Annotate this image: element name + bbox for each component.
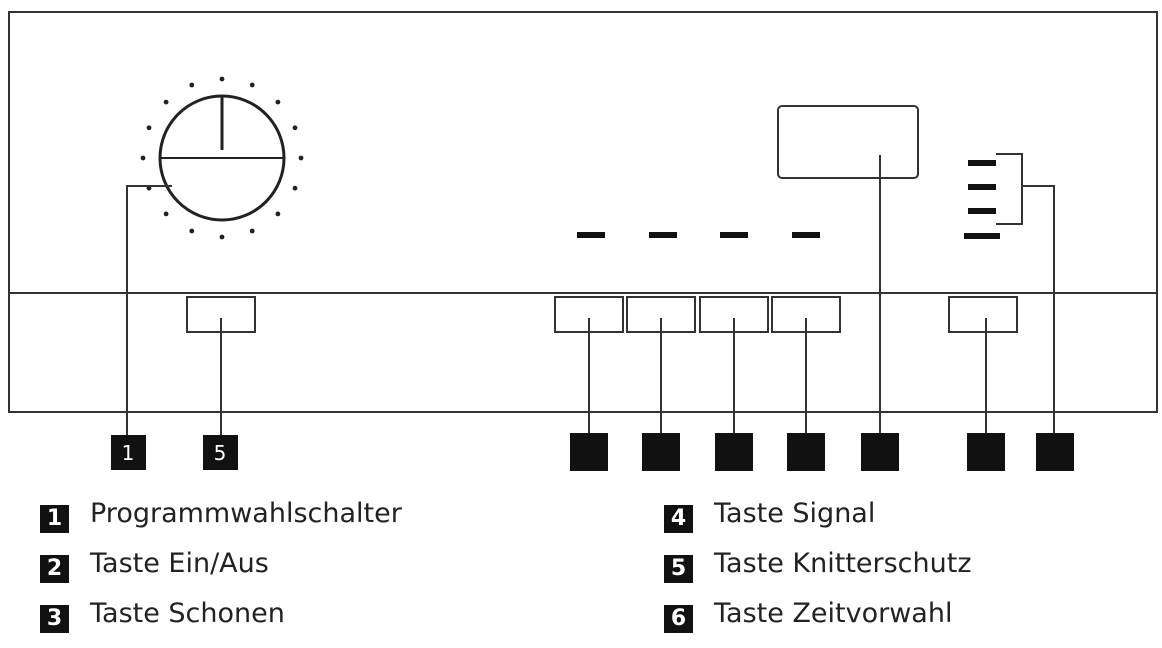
callout-box [861,433,899,471]
legend-text: Taste Schonen [90,598,285,629]
legend-number: 6 [664,605,693,633]
legend-number: 3 [40,605,69,633]
knob-scale-dot [275,99,281,105]
knob-scale-dot [219,76,225,82]
legend-number: 1 [40,505,69,533]
legend-number: 5 [664,555,693,583]
knob-scale-dot [140,155,146,161]
callout-5: 5 [203,435,238,470]
knob-scale-dot [275,211,281,217]
legend-number: 4 [664,505,693,533]
panel-lower [8,292,1158,413]
callout-box [1036,433,1074,471]
knob-scale-dot [146,125,152,131]
callout-1: 1 [111,435,146,470]
legend-text: Programmwahlschalter [90,498,402,529]
callout-box [715,433,753,471]
knob-scale-dots [140,76,304,240]
knob-scale-dot [249,82,255,88]
knob-scale-dot [292,185,298,191]
panel-upper [8,11,1158,294]
svg-text:1: 1 [122,441,135,465]
legend-text: Taste Knitterschutz [714,548,972,579]
callout-box [642,433,680,471]
knob-scale-dot [189,228,195,234]
knob-scale-dot [249,228,255,234]
legend-text: Taste Zeitvorwahl [714,598,953,629]
knob-scale-dot [292,125,298,131]
legend-number: 2 [40,555,69,583]
delay-time-indicators [964,160,1000,239]
knob-scale-dot [189,82,195,88]
delay-start-button[interactable] [948,296,1018,333]
svg-text:5: 5 [214,441,227,465]
callout-box [967,433,1005,471]
program-selector-knob [140,76,304,240]
legend-text: Taste Signal [714,498,876,529]
knob-scale-dot [219,234,225,240]
callout-box [570,433,608,471]
indicator-bracket [996,153,1023,225]
display-window [777,105,919,179]
leader-lines [126,155,1055,435]
knob-scale-dot [163,99,169,105]
legend-text: Taste Ein/Aus [90,548,269,579]
knob-scale-dot [298,155,304,161]
knob-scale-dot [163,211,169,217]
callout-box [787,433,825,471]
